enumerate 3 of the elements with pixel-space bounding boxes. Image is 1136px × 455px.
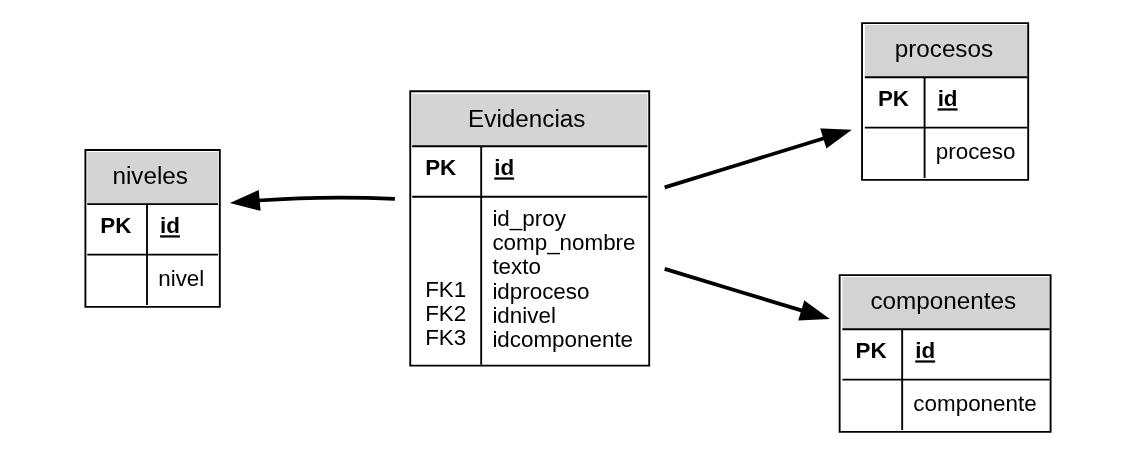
arrow <box>664 267 830 321</box>
arrow <box>229 189 395 211</box>
arrow <box>664 128 852 190</box>
